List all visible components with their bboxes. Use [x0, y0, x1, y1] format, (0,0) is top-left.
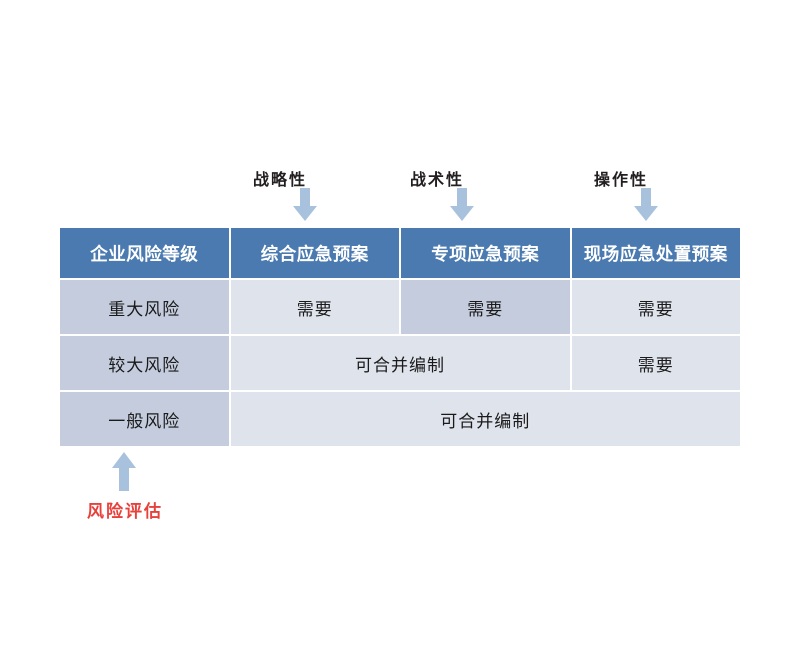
risk-level-cell: 重大风险	[60, 280, 229, 334]
column-header-comprehensive-plan: 综合应急预案	[230, 228, 399, 278]
plan-cell: 可合并编制	[230, 336, 570, 390]
table-body: 重大风险需要需要需要较大风险可合并编制需要一般风险可合并编制	[60, 280, 740, 446]
risk-level-cell: 较大风险	[60, 336, 229, 390]
risk-plan-matrix-table: 企业风险等级 综合应急预案 专项应急预案 现场应急处置预案 重大风险需要需要需要…	[58, 226, 742, 448]
plan-cell: 可合并编制	[230, 392, 740, 446]
column-header-special-plan: 专项应急预案	[401, 228, 570, 278]
plan-cell: 需要	[401, 280, 570, 334]
risk-assessment-label: 风险评估	[87, 502, 163, 522]
plan-cell: 需要	[571, 336, 740, 390]
table-header: 企业风险等级 综合应急预案 专项应急预案 现场应急处置预案	[60, 228, 740, 278]
column-header-risk-level: 企业风险等级	[60, 228, 229, 278]
top-label-0: 战略性	[253, 170, 308, 189]
table-row: 一般风险可合并编制	[60, 392, 740, 446]
arrow-up-risk-assessment-icon	[111, 452, 137, 492]
table-header-row: 企业风险等级 综合应急预案 专项应急预案 现场应急处置预案	[60, 228, 740, 278]
risk-level-cell: 一般风险	[60, 392, 229, 446]
arrow-down-operational-icon	[633, 188, 659, 222]
plan-cell: 需要	[230, 280, 399, 334]
table-row: 重大风险需要需要需要	[60, 280, 740, 334]
top-label-1: 战术性	[410, 170, 465, 189]
plan-cell: 需要	[571, 280, 740, 334]
table-row: 较大风险可合并编制需要	[60, 336, 740, 390]
top-label-2: 操作性	[594, 170, 649, 189]
arrow-down-strategic-icon	[292, 188, 318, 222]
column-header-onsite-plan: 现场应急处置预案	[571, 228, 740, 278]
arrow-down-tactical-icon	[449, 188, 475, 222]
